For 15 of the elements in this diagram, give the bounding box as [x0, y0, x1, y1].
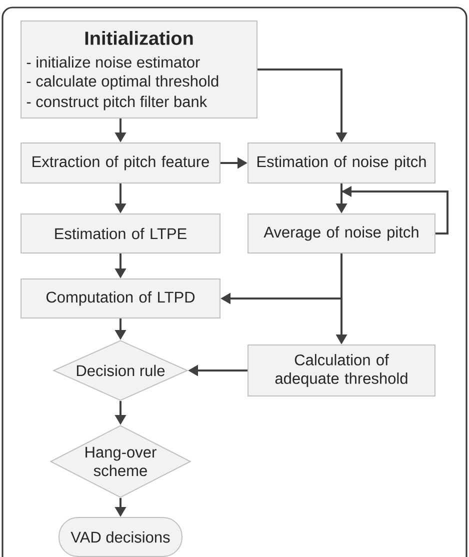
process-box: Estimation of noise pitch: [248, 142, 436, 184]
heading: Initialization: [85, 31, 193, 45]
process-box: Calculation of adequate threshold: [248, 344, 436, 396]
connector-line: [340, 184, 342, 192]
process-box: Computation of LTPD: [20, 278, 220, 318]
process-box: Average of noise pitch: [248, 214, 436, 254]
process-box: Extraction of pitch feature: [20, 142, 220, 184]
list-item: - initialize noise estimator: [26, 56, 200, 68]
list-item: - calculate optimal threshold: [26, 75, 218, 90]
process-box: Estimation of LTPE: [20, 214, 220, 254]
connector-line: [340, 254, 342, 298]
process-box: [20, 20, 258, 118]
list-item: - construct pitch filter bank: [26, 96, 208, 110]
arrow: [342, 186, 448, 234]
terminal-box: VAD decisions: [58, 517, 182, 557]
